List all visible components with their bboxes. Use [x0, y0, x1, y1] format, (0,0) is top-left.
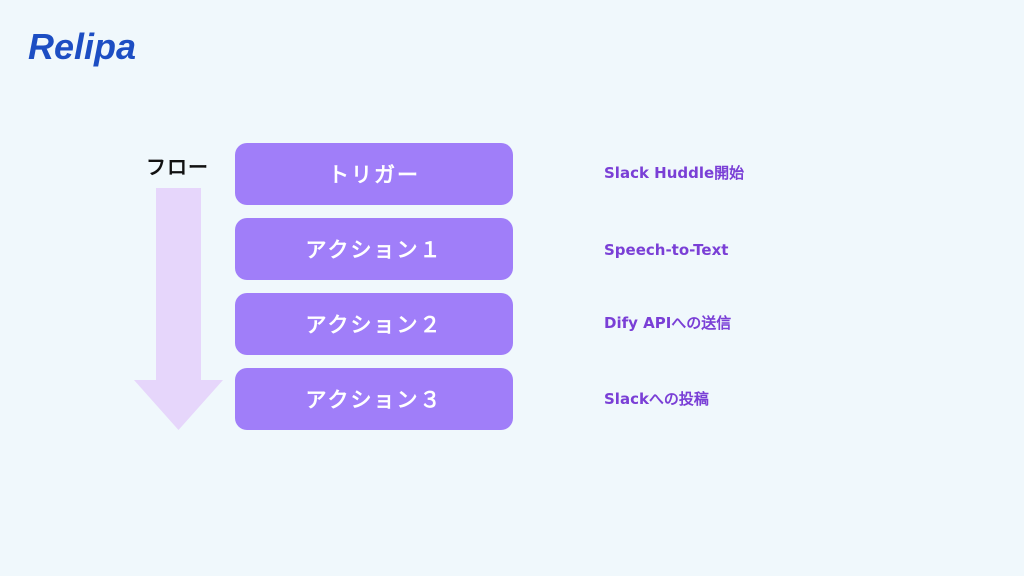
step-description-action-2: Dify APIへの送信	[604, 314, 732, 332]
step-description-trigger: Slack Huddle開始	[604, 164, 745, 182]
step-label: アクション１	[305, 238, 443, 262]
step-action-1: アクション１	[235, 218, 513, 280]
flow-down-arrow-icon	[134, 188, 223, 430]
brand-logo: Relipa	[28, 26, 158, 70]
step-action-3: アクション３	[235, 368, 513, 430]
step-trigger: トリガー	[235, 143, 513, 205]
flow-label: フロー	[146, 155, 209, 179]
step-description-action-3: Slackへの投稿	[604, 390, 709, 408]
step-action-2: アクション２	[235, 293, 513, 355]
brand-logo-text: Relipa	[28, 26, 136, 67]
step-description-action-1: Speech-to-Text	[604, 241, 729, 259]
step-label: アクション３	[305, 388, 443, 412]
step-label: トリガー	[328, 163, 420, 187]
step-label: アクション２	[305, 313, 443, 337]
